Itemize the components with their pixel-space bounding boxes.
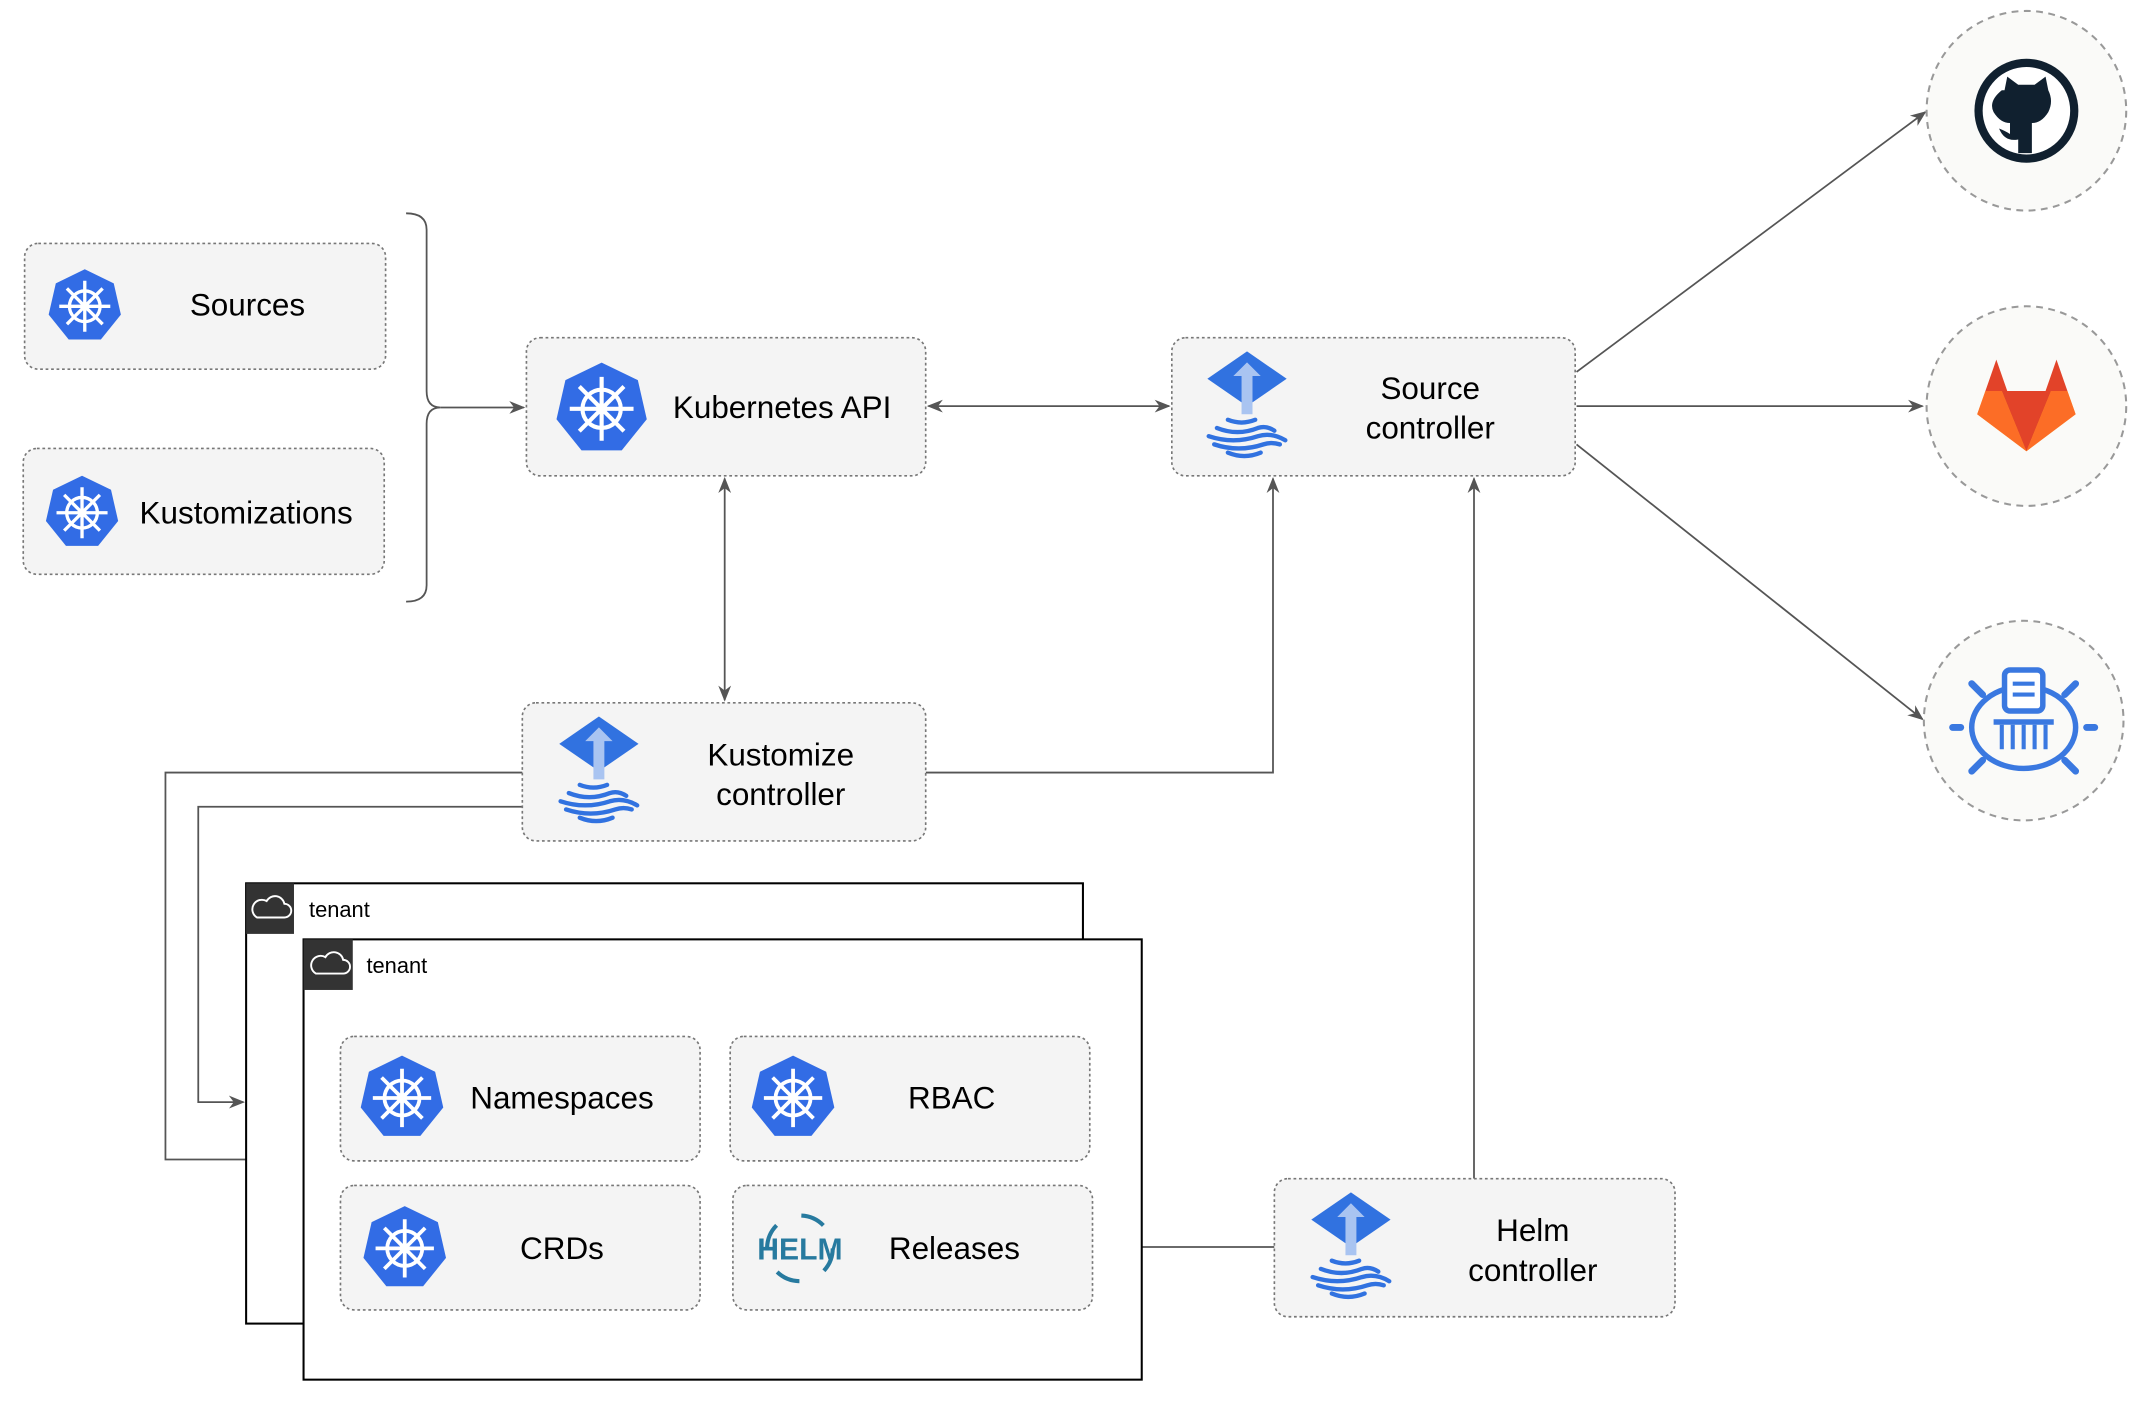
node-label: Kustomize [707,737,854,772]
node-label: Helm [1496,1213,1569,1248]
cloud-icon-bg [246,883,294,934]
node-label: Namespaces [470,1080,653,1115]
tenant-label: tenant [366,953,427,978]
edge-kustomize-to-tenant-back [197,805,523,1109]
node-kubernetes-api[interactable]: Kubernetes API [525,336,927,477]
node-kustomize-controller[interactable]: Kustomize controller [521,701,927,842]
github-source[interactable] [1925,9,2128,212]
node-kustomizations[interactable]: Kustomizations [22,447,386,576]
node-label: Releases [889,1231,1020,1266]
gitlab-source[interactable] [1925,305,2128,507]
node-label: Kubernetes API [673,390,891,425]
svg-text:HELM: HELM [757,1233,842,1266]
node-label: Source [1380,371,1480,406]
gitlab-icon [1977,359,2076,452]
node-source-controller[interactable]: Source controller [1170,336,1577,477]
node-label: Sources [190,287,305,322]
helm-icon: HELM [757,1213,843,1284]
edge-kustomize-to-tenant-front [164,771,523,1166]
edges [164,111,1927,1254]
node-rbac[interactable]: RBAC [729,1035,1091,1162]
node-label: CRDs [520,1231,604,1266]
brace [406,212,441,603]
bucket-icon [1949,667,2099,775]
bucket-source[interactable] [1922,619,2125,822]
node-label: RBAC [908,1080,995,1115]
node-namespaces[interactable]: Namespaces [339,1035,701,1162]
tenant-front[interactable]: tenant Namespaces RBAC CRDs HELM Release… [302,938,1143,1381]
node-label: controller [1366,410,1495,445]
node-helm-controller[interactable]: Helm controller [1273,1177,1676,1318]
cloud-icon [310,951,351,975]
node-sources[interactable]: Sources [23,242,387,371]
edge-source-to-bucket [1575,443,1924,721]
node-releases[interactable]: HELM Releases [732,1184,1094,1311]
edge-source-to-github [1576,111,1927,373]
node-label: controller [716,777,845,812]
node-crds[interactable]: CRDs [339,1184,701,1311]
github-icon [1974,58,2079,163]
cloud-icon [251,895,293,919]
edge-kustomize-to-source-controller [925,476,1280,774]
node-label: controller [1468,1253,1597,1288]
tenant-label: tenant [309,897,370,922]
node-label: Kustomizations [140,495,353,530]
